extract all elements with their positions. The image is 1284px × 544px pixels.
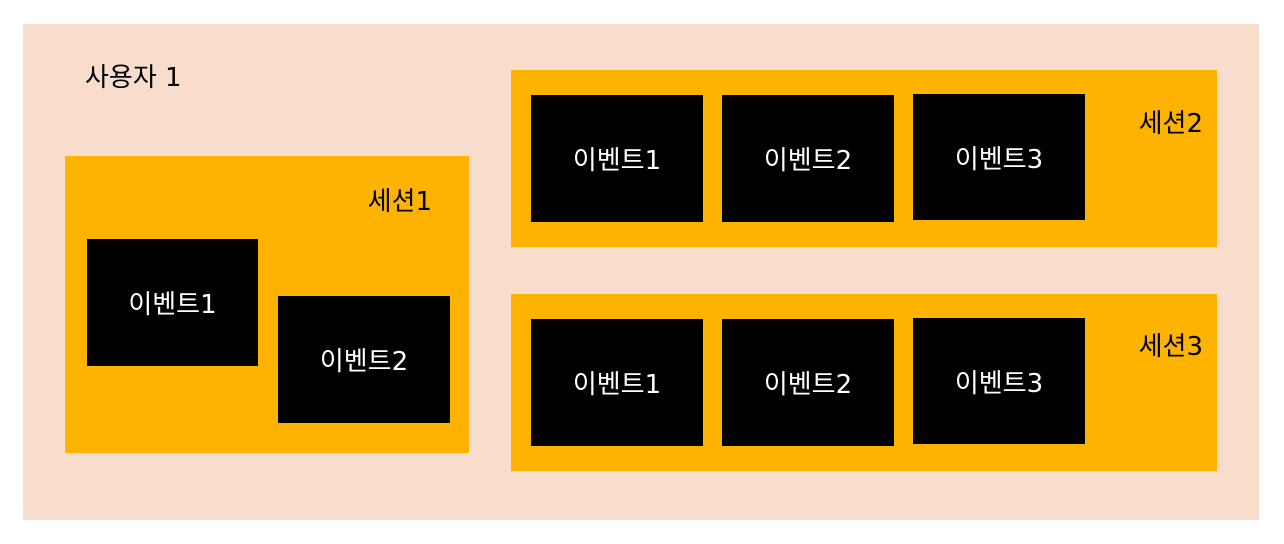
session-1-event-1: 이벤트1 <box>87 239 258 366</box>
user-title: 사용자 1 <box>85 63 182 93</box>
session-2-event-3: 이벤트3 <box>913 94 1085 220</box>
session-3-event-2: 이벤트2 <box>722 319 894 446</box>
session-2-event-1: 이벤트1 <box>531 95 703 222</box>
session-2-title: 세션2 <box>1138 109 1203 139</box>
session-3: 세션3 이벤트1 이벤트2 이벤트3 <box>511 294 1217 471</box>
session-3-event-1: 이벤트1 <box>531 319 703 446</box>
session-1: 세션1 이벤트1 이벤트2 <box>65 156 469 453</box>
session-1-title: 세션1 <box>367 187 432 217</box>
session-3-title: 세션3 <box>1138 332 1203 362</box>
user-container: 사용자 1 세션1 이벤트1 이벤트2 세션2 이벤트1 이벤트2 이벤트3 세… <box>23 24 1259 520</box>
session-1-event-2: 이벤트2 <box>278 296 450 423</box>
session-2: 세션2 이벤트1 이벤트2 이벤트3 <box>511 70 1217 247</box>
session-2-event-2: 이벤트2 <box>722 95 894 222</box>
session-3-event-3: 이벤트3 <box>913 318 1085 444</box>
